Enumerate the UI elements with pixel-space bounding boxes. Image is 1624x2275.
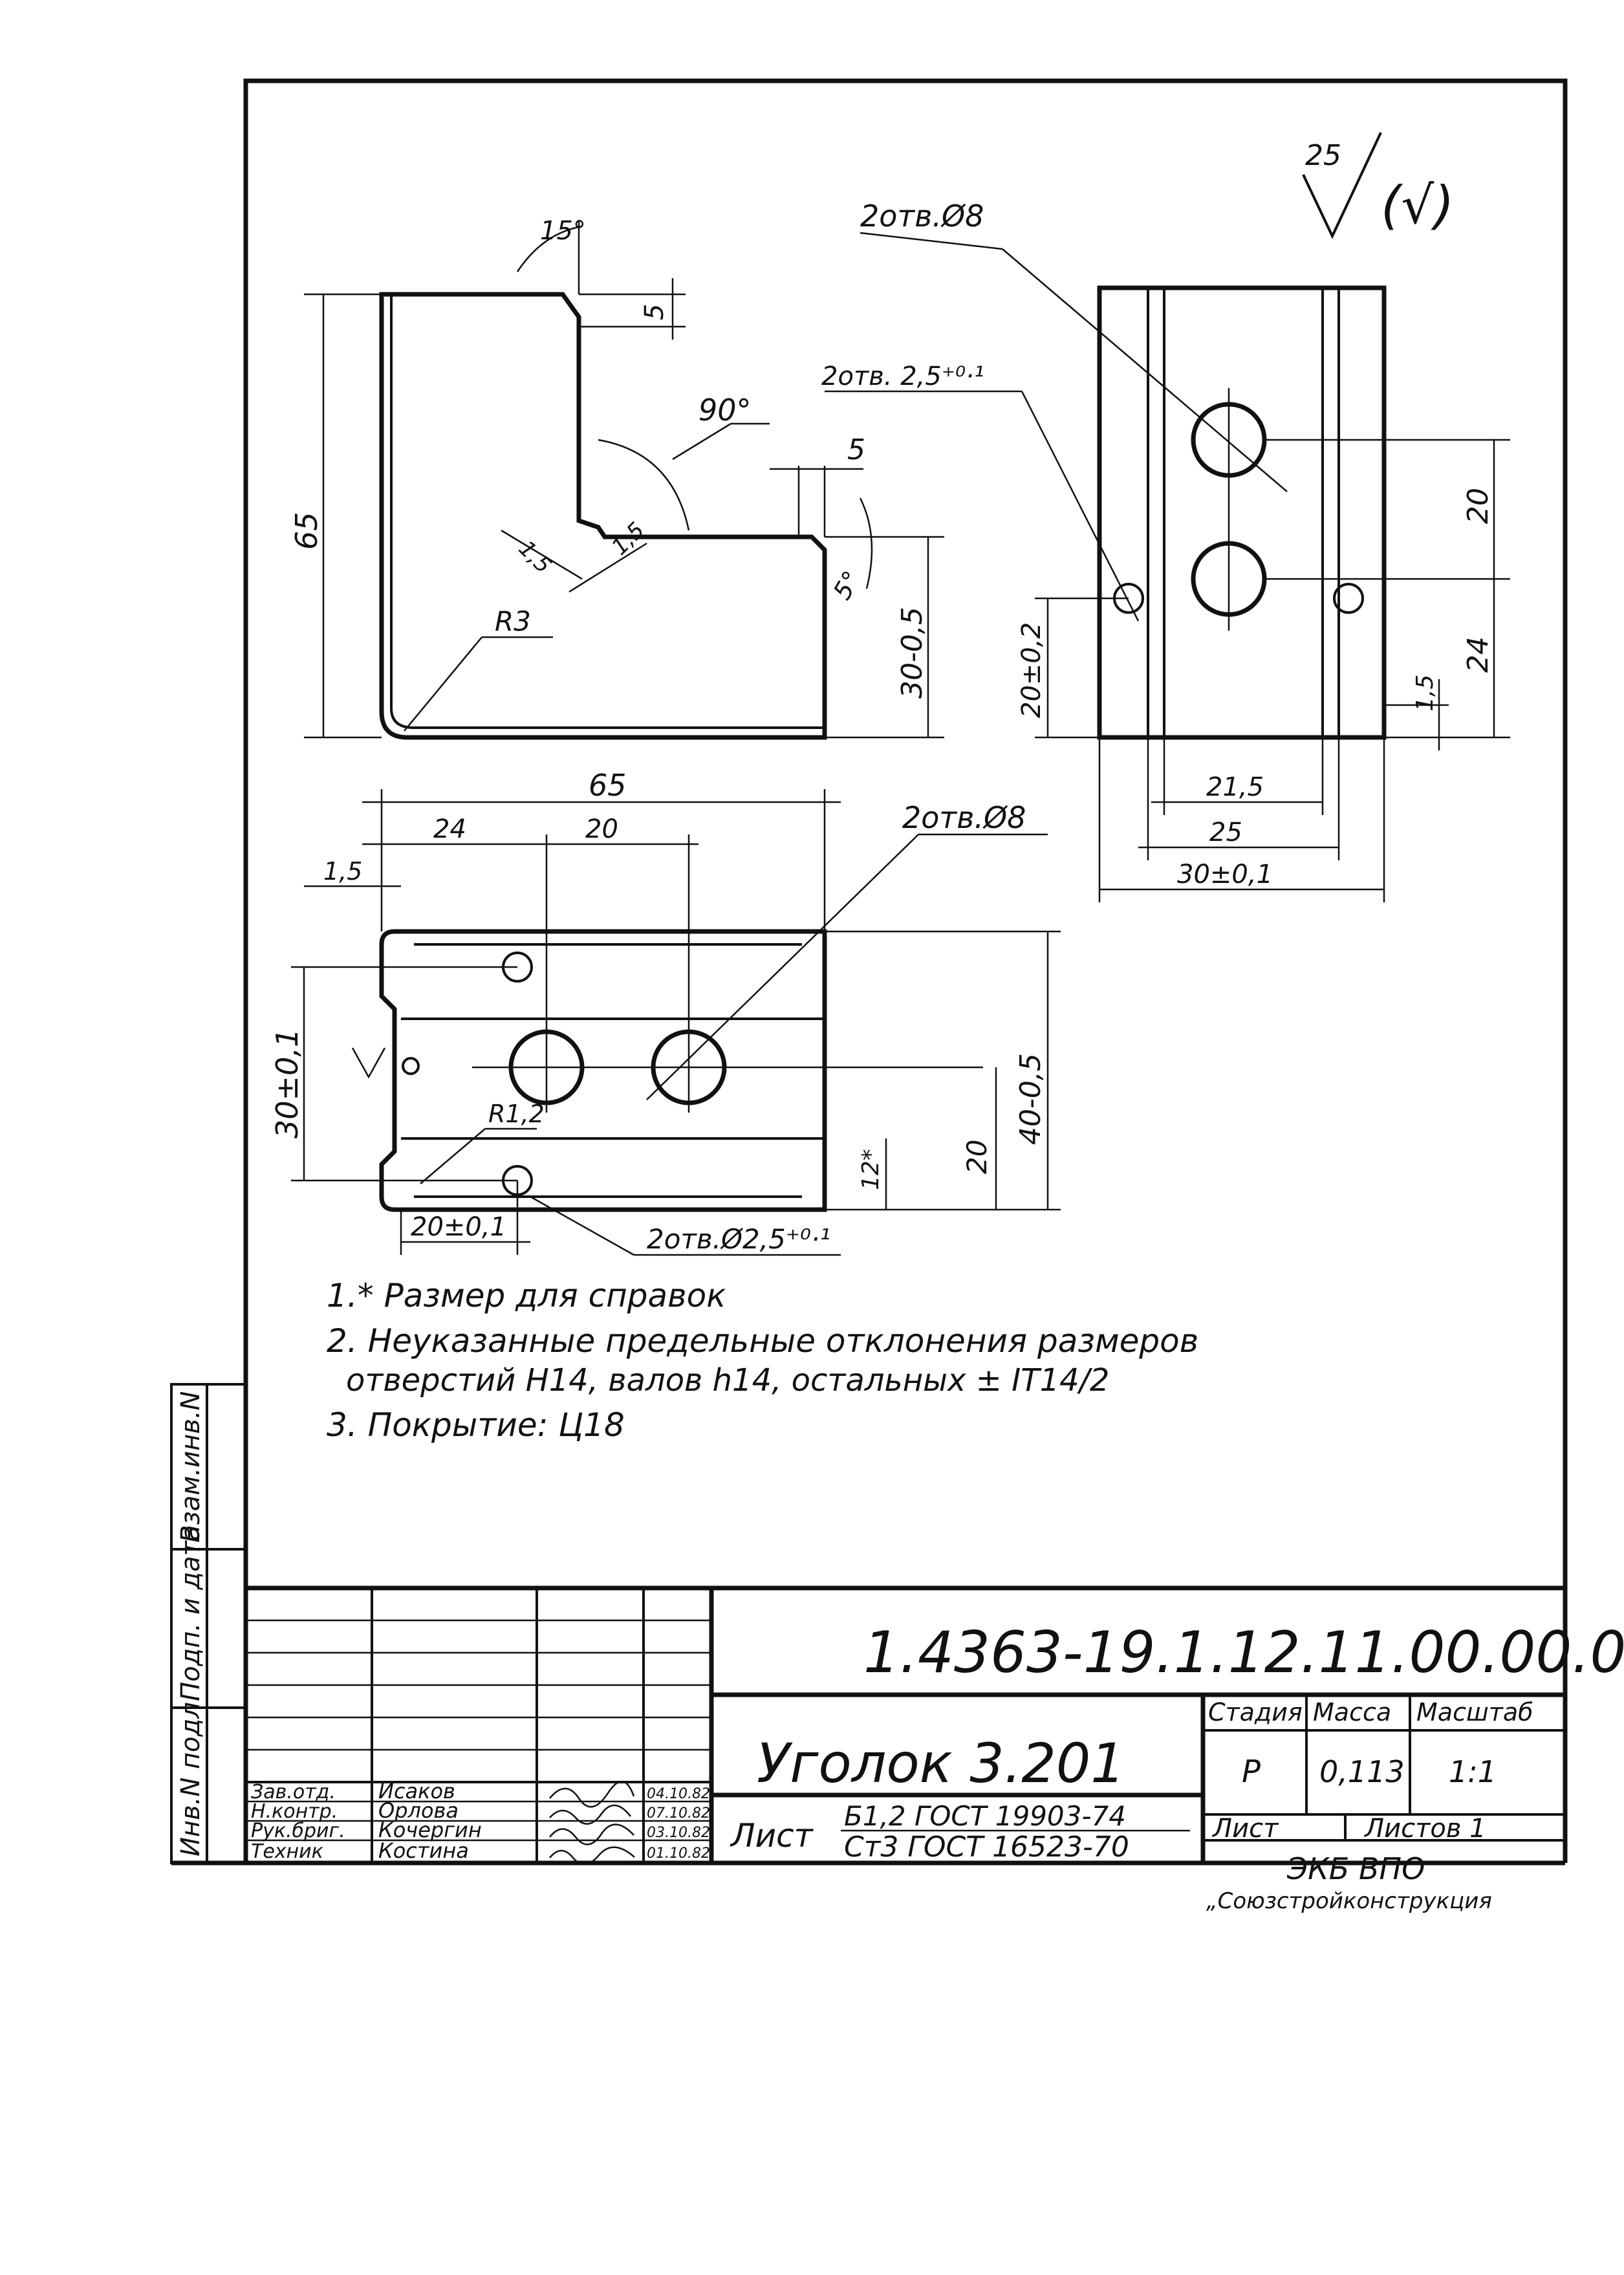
top-chamfer-b: 1,5 xyxy=(607,517,650,561)
side-hole-big-label: 2отв.Ø8 xyxy=(860,199,984,234)
org-line-2: „Союзстройконструкция xyxy=(1206,1888,1492,1914)
side-dim-left: 20±0,2 xyxy=(1017,622,1046,718)
bottom-hole-big-label: 2отв.Ø8 xyxy=(902,800,1026,835)
signature-date: 07.10.82 xyxy=(647,1805,710,1822)
signature-name: Костина xyxy=(378,1838,469,1863)
roughness-alt: (√) xyxy=(1381,175,1454,235)
side-label-signature: Подп. и дата xyxy=(176,1525,206,1701)
note-2-cont: отверстий H14, валов h14, остальных ± IT… xyxy=(346,1362,1109,1399)
material-line-1: Б1,2 ГОСТ 19903-74 xyxy=(844,1800,1126,1832)
top-radius: R3 xyxy=(495,605,531,637)
roughness-value: 25 xyxy=(1305,139,1341,172)
signature-date: 04.10.82 xyxy=(647,1786,710,1802)
signature-role: Рук.бриг. xyxy=(251,1820,345,1842)
top-dim-top-chamfer: 5 xyxy=(640,304,669,320)
note-3: 3. Покрытие: Ц18 xyxy=(327,1406,625,1444)
note-1: 1.* Размер для справок xyxy=(327,1277,726,1314)
bottom-hole-small-label: 2отв.Ø2,5⁺⁰·¹ xyxy=(647,1223,830,1255)
top-dim-tab: 30-0,5 xyxy=(896,607,929,699)
bottom-dim-bottom: 20±0,1 xyxy=(411,1212,506,1242)
signature-date: 01.10.82 xyxy=(647,1845,710,1862)
top-dim-tab-chamfer: 5 xyxy=(847,433,865,466)
signature-mark xyxy=(549,1846,635,1866)
bottom-dim-20: 20 xyxy=(585,814,618,844)
sheet-label: Лист xyxy=(1211,1814,1279,1844)
side-view: 2отв.Ø8 2отв. 2,5⁺⁰·¹ 20 24 1,5 20±0,2 2… xyxy=(821,199,1510,902)
stage-header: Стадия xyxy=(1208,1698,1303,1726)
bottom-dim-1-5: 1,5 xyxy=(323,857,362,886)
top-angle-inner: 90° xyxy=(698,393,752,428)
drawing-frame xyxy=(170,78,1568,1866)
roughness-symbol: 25 (√) xyxy=(1302,132,1454,239)
bottom-dim-20-vert: 20 xyxy=(961,1140,993,1174)
side-dim-20: 20 xyxy=(1462,488,1495,524)
side-dim-25: 25 xyxy=(1209,818,1242,847)
mass-header: Масса xyxy=(1313,1698,1391,1726)
top-angle-top: 15° xyxy=(540,216,586,246)
stage-value: Р xyxy=(1242,1754,1261,1790)
doc-number: 1.4363-19.1.12.11.00.00.03 xyxy=(863,1619,1624,1686)
material-prefix: Лист xyxy=(730,1817,814,1855)
side-hole-small-2 xyxy=(1333,583,1364,614)
signature-name: Исаков xyxy=(378,1779,455,1803)
side-dim-24: 24 xyxy=(1462,637,1495,673)
material-line-2: Ст3 ГОСТ 16523-70 xyxy=(844,1831,1129,1864)
part-name: Уголок 3.201 xyxy=(757,1732,1125,1795)
signature-name: Кочергин xyxy=(378,1818,482,1842)
signature-name: Орлова xyxy=(378,1798,459,1823)
bottom-dim-12: 12* xyxy=(858,1149,884,1190)
top-dim-height: 65 xyxy=(289,512,324,550)
top-angle-tab: 5° xyxy=(828,566,867,604)
side-label-inventory: Инв.N подл. xyxy=(176,1693,206,1856)
bottom-radius: R1,2 xyxy=(488,1100,545,1128)
signature-role: Зав.отд. xyxy=(251,1781,336,1803)
signature-mark xyxy=(549,1804,631,1825)
top-view: 65 30-0,5 5 5 15° 5° 90° 1,5 1,5 R3 xyxy=(289,216,944,740)
bottom-dim-left: 30±0,1 xyxy=(270,1029,305,1138)
side-hole-small-label: 2отв. 2,5⁺⁰·¹ xyxy=(821,362,984,391)
sheets-label: Листов 1 xyxy=(1363,1814,1486,1844)
title-block: 1.4363-19.1.12.11.00.00.03 Уголок 3.201 … xyxy=(246,1585,1624,1914)
signature-role: Н.контр. xyxy=(251,1800,338,1823)
signature-role: Техник xyxy=(251,1840,323,1863)
side-label-replace: Взам.инв.N xyxy=(176,1391,206,1543)
side-dim-30: 30±0,1 xyxy=(1177,860,1273,889)
side-dim-1-5: 1,5 xyxy=(1412,675,1438,712)
bottom-dim-24: 24 xyxy=(433,814,466,844)
org-line-1: ЭКБ ВПО xyxy=(1286,1851,1425,1886)
bottom-dim-65: 65 xyxy=(589,768,627,803)
signature-mark xyxy=(549,1823,634,1845)
signature-mark xyxy=(549,1780,635,1808)
side-strip-labels: Взам.инв.N Подп. и дата Инв.N подл. xyxy=(176,1391,206,1856)
side-dim-21-5: 21,5 xyxy=(1206,772,1264,802)
mass-value: 0,113 xyxy=(1319,1754,1405,1789)
scale-value: 1:1 xyxy=(1449,1754,1497,1789)
note-2: 2. Неуказанные предельные отклонения раз… xyxy=(327,1322,1198,1360)
scale-header: Масштаб xyxy=(1416,1698,1533,1726)
technical-notes: 1.* Размер для справок 2. Неуказанные пр… xyxy=(327,1277,1198,1444)
signature-date: 03.10.82 xyxy=(647,1825,710,1841)
bottom-dim-40: 40-0,5 xyxy=(1014,1053,1047,1145)
bottom-view: 65 24 20 1,5 2отв.Ø8 30±0,1 40-0,5 20 12… xyxy=(270,768,1061,1256)
